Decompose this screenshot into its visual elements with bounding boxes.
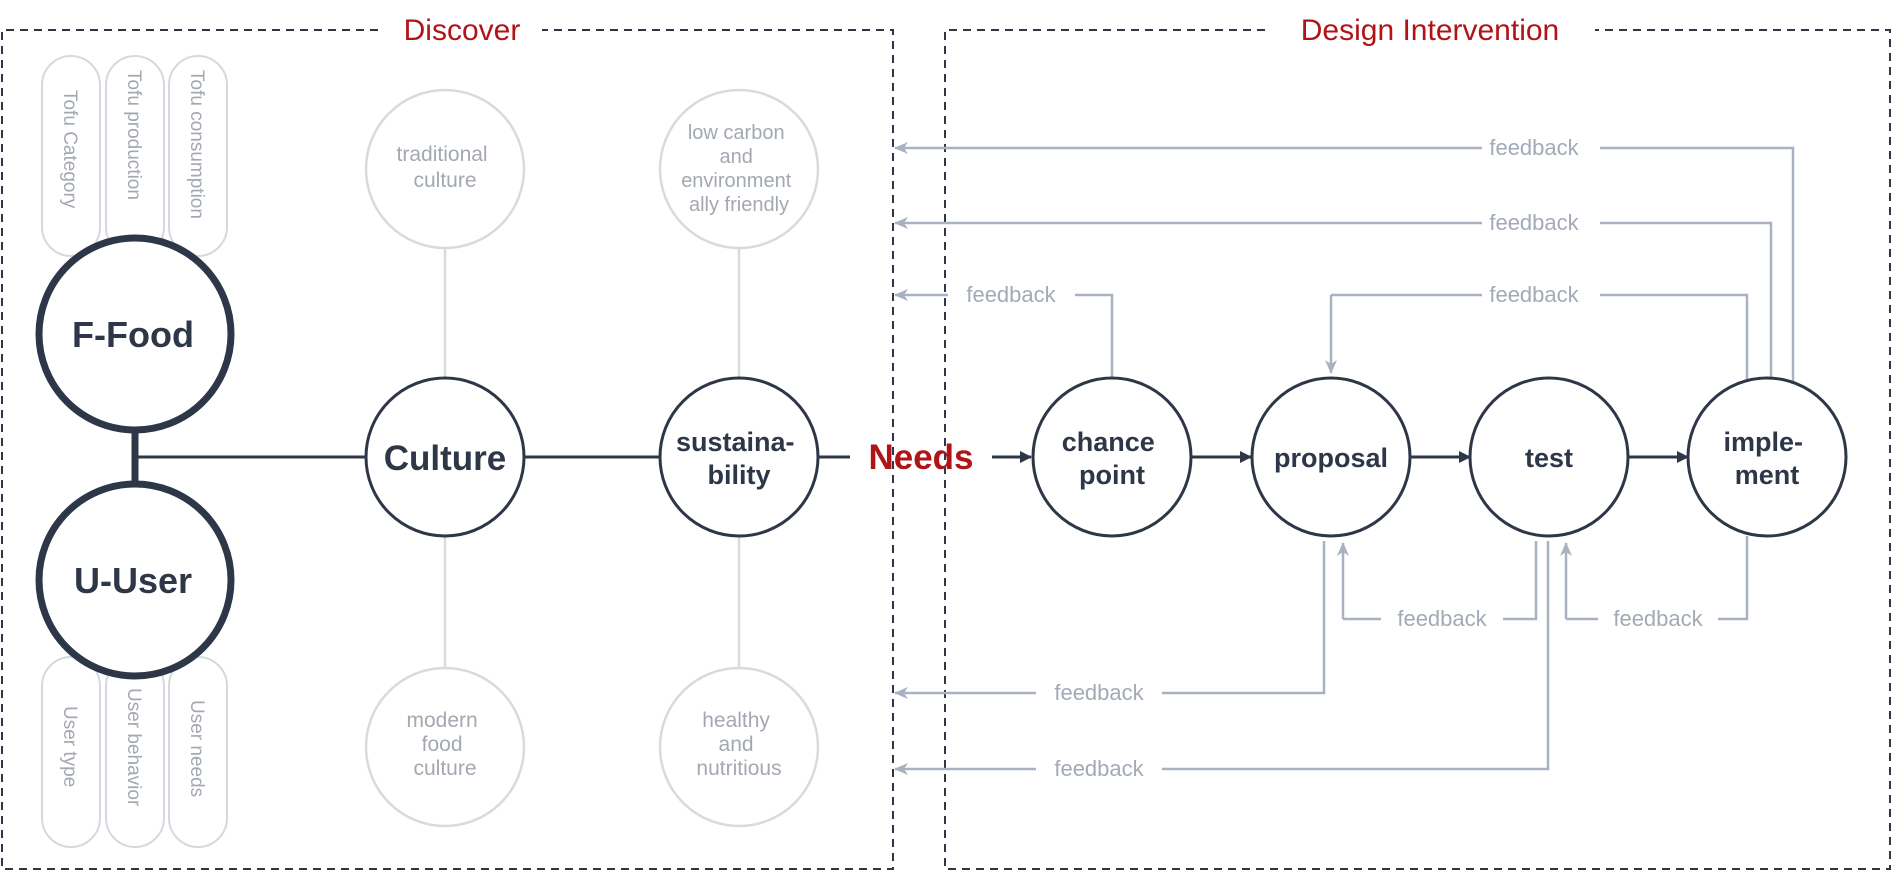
feedback-label: feedback — [1489, 282, 1579, 307]
culture-node-label: Culture — [384, 439, 507, 478]
user-pill: User needs — [168, 656, 228, 848]
food-pill-label: Tofu Category — [59, 90, 80, 209]
feedback-label: feedback — [1397, 606, 1487, 631]
user-pill-label: User behavior — [123, 688, 144, 807]
feedback-line — [1600, 221, 1773, 381]
healthy-nutritious-line: nutritious — [696, 757, 781, 780]
user-pills: User type User behavior User needs — [41, 656, 228, 848]
food-node-label: F-Food — [72, 314, 194, 355]
modern-food-culture-line: culture — [413, 757, 476, 780]
svg-text:traditional culture: traditional culture — [397, 143, 494, 192]
healthy-nutritious-line: healthy — [702, 709, 770, 732]
sustainability-label-line: bility — [707, 460, 770, 490]
svg-text:low carbon and env: low carbon and environment ally friendly — [681, 122, 797, 216]
healthy-nutritious-line: and — [719, 733, 754, 756]
feedback-label: feedback — [1054, 680, 1144, 705]
modern-food-culture-node: modern food culture — [364, 666, 526, 828]
implement-node: imple- ment — [1686, 376, 1848, 538]
design-intervention-section: Design Intervention — [944, 14, 1891, 870]
food-pill: Tofu production — [105, 55, 165, 257]
test-label: test — [1525, 443, 1573, 473]
chance-point-node: chance point — [1031, 376, 1193, 538]
chance-point-label-line: chance — [1062, 427, 1155, 457]
chance-point-label-line: point — [1079, 460, 1145, 490]
food-pill: Tofu Category — [41, 55, 101, 257]
feedback-label: feedback — [1489, 135, 1579, 160]
sustainability-node: sustaina- bility — [658, 376, 820, 538]
feedback-line — [1075, 293, 1114, 378]
low-carbon-line: and — [720, 146, 753, 168]
design-intervention-title: Design Intervention — [1301, 14, 1560, 47]
feedback-label: feedback — [1613, 606, 1703, 631]
feedback-label: feedback — [1054, 756, 1144, 781]
feedback-line — [1600, 146, 1795, 381]
food-pill: Tofu consumption — [168, 55, 228, 257]
low-carbon-line: low carbon — [688, 122, 785, 144]
food-node: F-Food — [35, 234, 235, 434]
design-intervention-frame — [944, 29, 1891, 870]
traditional-culture-line: traditional — [397, 143, 488, 166]
needs-label: Needs — [868, 438, 973, 477]
user-node: U-User — [35, 480, 235, 680]
food-pill-label: Tofu production — [123, 70, 144, 200]
food-pill-label: Tofu consumption — [186, 70, 207, 219]
healthy-nutritious-node: healthy and nutritious — [658, 666, 820, 828]
feedback-label: feedback — [966, 282, 1056, 307]
feedback-line — [1162, 541, 1550, 771]
feedback-label: feedback — [1489, 210, 1579, 235]
sustainability-label-line: sustaina- — [676, 427, 795, 457]
svg-text:healthy and nutrit: healthy and nutritious — [696, 709, 781, 780]
low-carbon-line: ally friendly — [689, 194, 789, 216]
user-pill: User type — [41, 656, 101, 848]
svg-text:sustaina- bility: sustaina- bility — [676, 427, 802, 490]
proposal-label: proposal — [1274, 443, 1388, 473]
modern-food-culture-line: modern — [406, 709, 477, 732]
food-pills: Tofu Category Tofu production Tofu consu… — [41, 55, 228, 257]
discover-title: Discover — [404, 14, 521, 47]
user-pill-label: User type — [59, 706, 80, 787]
svg-text:imple- ment: imple- ment — [1723, 427, 1810, 490]
traditional-culture-node: traditional culture — [364, 88, 526, 250]
discover-section: Discover — [1, 14, 894, 870]
implement-label-line: ment — [1735, 460, 1800, 490]
low-carbon-node: low carbon and environment ally friendly — [658, 88, 820, 250]
discover-frame — [1, 29, 894, 870]
implement-label-line: imple- — [1723, 427, 1803, 457]
feedback-loops: feedback feedback feedback feedback feed… — [894, 135, 1795, 781]
user-pill: User behavior — [105, 656, 165, 848]
modern-food-culture-line: food — [422, 733, 463, 756]
user-pill-label: User needs — [186, 700, 207, 797]
svg-text:modern food cultur: modern food culture — [406, 709, 483, 780]
feedback-line — [1503, 541, 1538, 621]
feedback-line — [1718, 536, 1749, 621]
user-node-label: U-User — [74, 560, 192, 601]
proposal-node: proposal — [1250, 376, 1412, 538]
traditional-culture-line: culture — [413, 169, 476, 192]
svg-text:chance point: chance point — [1062, 427, 1163, 490]
test-node: test — [1468, 376, 1630, 538]
culture-node: Culture — [364, 376, 526, 538]
low-carbon-line: environment — [681, 170, 792, 192]
feedback-line — [1162, 541, 1326, 695]
feedback-line — [1600, 293, 1749, 381]
